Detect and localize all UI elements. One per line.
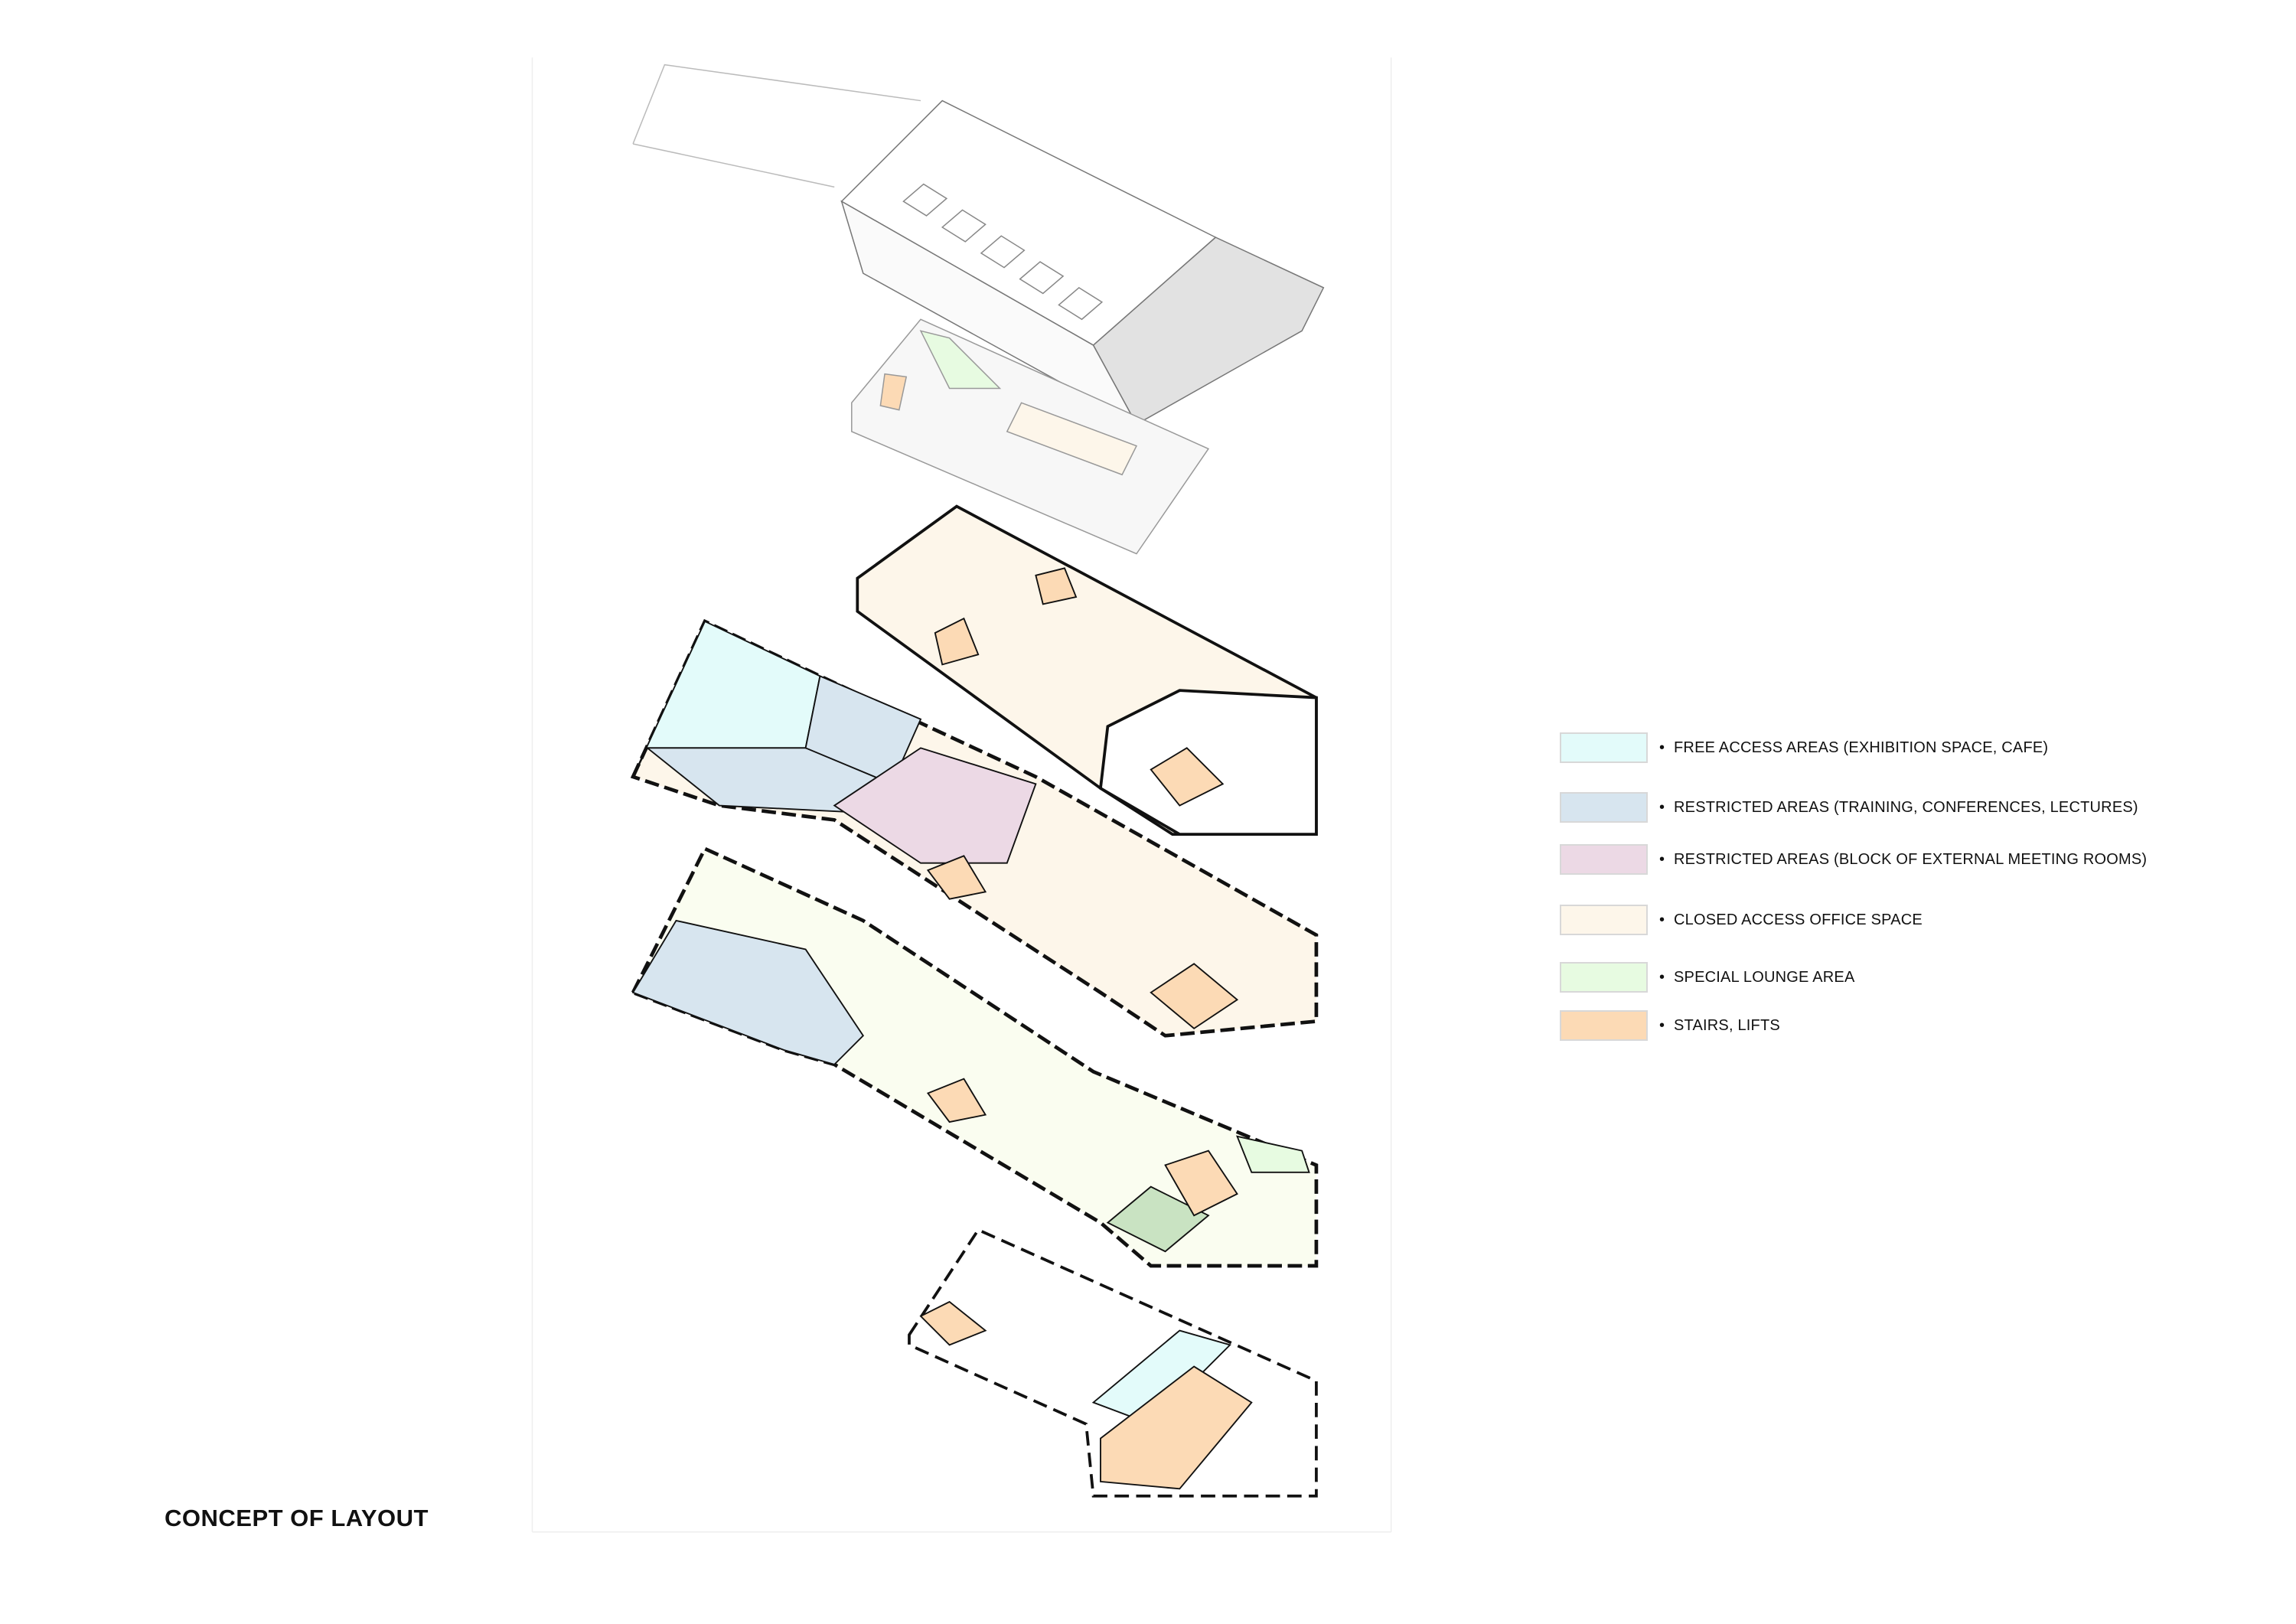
bullet: • <box>1659 968 1665 986</box>
legend-item-restricted-meeting: • RESTRICTED AREAS (BLOCK OF EXTERNAL ME… <box>1560 843 2147 876</box>
legend-label: CLOSED ACCESS OFFICE SPACE <box>1674 911 1923 928</box>
floor-1-plan <box>630 846 1319 1268</box>
bullet: • <box>1659 739 1665 756</box>
legend-item-free-access: • FREE ACCESS AREAS (EXHIBITION SPACE, C… <box>1560 732 2048 764</box>
bullet: • <box>1659 911 1665 928</box>
legend-label: RESTRICTED AREAS (TRAINING, CONFERENCES,… <box>1674 798 2138 816</box>
legend-swatch <box>1560 792 1648 823</box>
floor-2-plan <box>630 618 1319 1038</box>
floor-3-plan <box>856 504 1318 836</box>
legend-label: STAIRS, LIFTS <box>1674 1016 1780 1034</box>
legend-label: FREE ACCESS AREAS (EXHIBITION SPACE, CAF… <box>1674 739 2049 756</box>
legend-swatch <box>1560 1010 1648 1041</box>
legend-item-lounge: • SPECIAL LOUNGE AREA <box>1560 961 1855 993</box>
legend-swatch <box>1560 962 1648 993</box>
legend-swatch <box>1560 905 1648 935</box>
floor-0-plan <box>908 1228 1318 1498</box>
bullet: • <box>1659 798 1665 816</box>
legend-swatch <box>1560 732 1648 763</box>
roof-level <box>632 64 1325 426</box>
bullet: • <box>1659 1016 1665 1034</box>
legend-item-closed-office: • CLOSED ACCESS OFFICE SPACE <box>1560 904 1923 936</box>
legend-label: RESTRICTED AREAS (BLOCK OF EXTERNAL MEET… <box>1674 850 2148 868</box>
frame-guides <box>531 57 1392 1533</box>
bullet: • <box>1659 850 1665 868</box>
legend-label: SPECIAL LOUNGE AREA <box>1674 968 1855 986</box>
legend-item-restricted-training: • RESTRICTED AREAS (TRAINING, CONFERENCE… <box>1560 791 2138 823</box>
legend-item-stairs-lifts: • STAIRS, LIFTS <box>1560 1009 1780 1042</box>
legend-swatch <box>1560 844 1648 875</box>
floor-4-plan <box>851 318 1210 555</box>
page-title: CONCEPT OF LAYOUT <box>165 1505 429 1531</box>
